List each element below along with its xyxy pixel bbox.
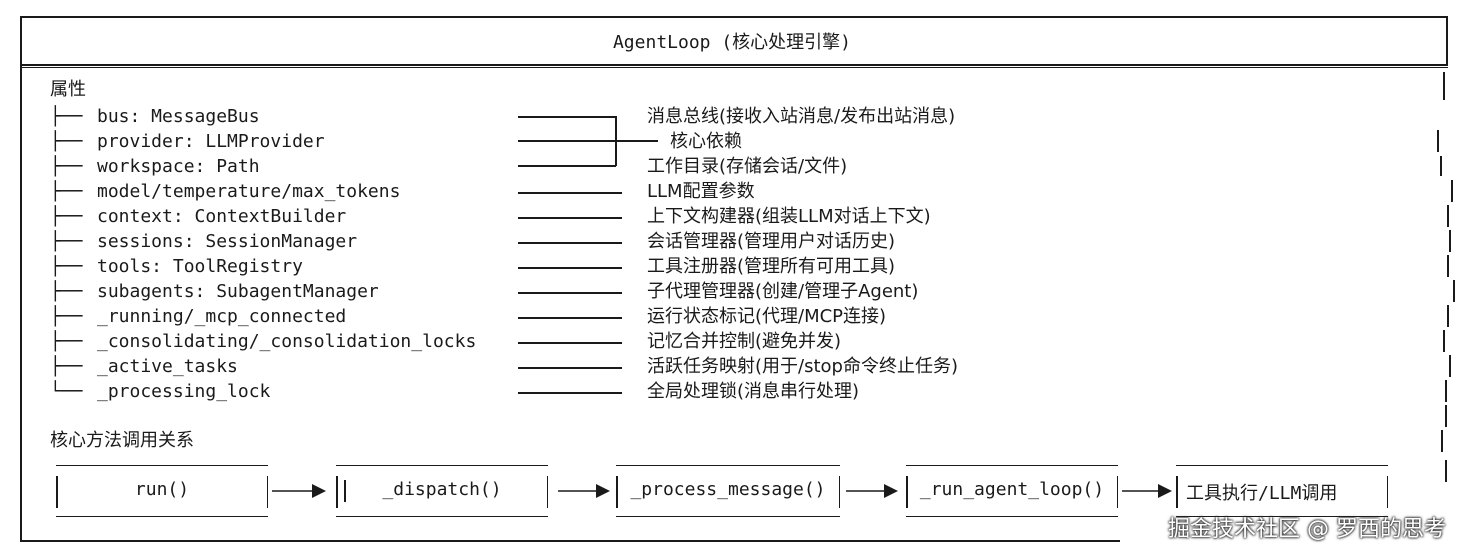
flow-box-tool-exec: 工具执行/LLM调用: [1176, 465, 1388, 517]
attribute-description: 活跃任务映射(用于/stop命令终止任务): [647, 356, 958, 377]
right-border-tick: [1447, 305, 1449, 327]
connector-line: [518, 392, 622, 394]
attribute-description: 子代理管理器(创建/管理子Agent): [647, 281, 919, 302]
watermark: 掘金技术社区 @ 罗西的思考: [1168, 517, 1446, 542]
tree-branch: ├──: [50, 356, 94, 377]
tree-branch: ├──: [50, 106, 94, 127]
right-border-tick: [1441, 430, 1443, 452]
flow-arrow-icon: [558, 484, 610, 498]
tree-branch: ├──: [50, 131, 94, 152]
tree-branch: ├──: [50, 206, 94, 227]
tree-branch: ├──: [50, 281, 94, 302]
attribute-description: 会话管理器(管理用户对话历史): [647, 231, 896, 252]
group-bracket-mid: [518, 140, 658, 142]
tree-branch: ├──: [50, 306, 94, 327]
header-divider-2: [20, 67, 1448, 68]
tree-branch: ├──: [50, 181, 94, 202]
attribute-name: _processing_lock: [97, 381, 271, 402]
tree-branch: ├──: [50, 331, 94, 352]
connector-line: [518, 192, 622, 194]
outer-frame-left: [20, 16, 22, 541]
diagram-title: AgentLoop (核心处理引擎): [612, 32, 852, 53]
attribute-name: model/temperature/max_tokens: [97, 181, 401, 202]
methods-heading: 核心方法调用关系: [50, 430, 194, 451]
tree-branch: ├──: [50, 231, 94, 252]
outer-frame-top: [20, 16, 1448, 18]
attribute-description: 全局处理锁(消息串行处理): [647, 381, 860, 402]
flow-arrow-icon: [272, 484, 326, 498]
flow-label-run: run(): [134, 479, 190, 500]
right-border-tick: [1443, 72, 1445, 100]
flow-arrow-icon: [1122, 484, 1172, 498]
attribute-name: workspace: Path: [97, 156, 260, 177]
connector-line: [518, 292, 622, 294]
attribute-name: provider: LLMProvider: [97, 131, 325, 152]
connector-line: [518, 317, 622, 319]
tree-branch: ├──: [50, 256, 94, 277]
right-border-tick: [1449, 355, 1451, 377]
attribute-name: _consolidating/_consolidation_locks: [97, 331, 477, 352]
group-bracket-top: [518, 116, 616, 118]
flow-box-run-agent-loop: _run_agent_loop(): [906, 465, 1118, 517]
flow-arrow-icon: [846, 484, 898, 498]
attribute-description: 核心依赖: [670, 131, 742, 152]
attribute-description: 消息总线(接收入站消息/发布出站消息): [647, 106, 956, 127]
attribute-description: 记忆合并控制(避免并发): [647, 331, 842, 352]
right-border-tick: [1445, 405, 1447, 427]
flow-label-process-message: _process_message(): [630, 479, 826, 500]
right-border-tick: [1449, 230, 1451, 252]
flow-box-run: run(): [56, 465, 268, 517]
connector-line: [518, 217, 622, 219]
right-border-tick: [1453, 280, 1455, 302]
group-bracket-bottom: [518, 165, 616, 167]
attribute-name: context: ContextBuilder: [97, 206, 347, 227]
right-border-tick: [1443, 330, 1445, 352]
right-border-tick: [1437, 130, 1439, 152]
flow-label-tool-exec: 工具执行/LLM调用: [1186, 483, 1338, 504]
connector-line: [518, 267, 622, 269]
attribute-name: subagents: SubagentManager: [97, 281, 379, 302]
attribute-description: 运行状态标记(代理/MCP连接): [647, 306, 887, 327]
right-border-tick: [1451, 180, 1453, 202]
attribute-name: _active_tasks: [97, 356, 238, 377]
right-border-tick: [1447, 205, 1449, 227]
outer-frame-bottom: [20, 540, 1120, 542]
attribute-description: 工具注册器(管理所有可用工具): [647, 256, 896, 277]
flow-box-process-message: _process_message(): [616, 465, 840, 517]
attribute-name: sessions: SessionManager: [97, 231, 358, 252]
outer-frame-right-top: [1446, 16, 1448, 66]
attribute-description: LLM配置参数: [647, 181, 755, 202]
header-divider: [20, 64, 1448, 66]
attributes-heading: 属性: [50, 79, 86, 100]
attribute-name: bus: MessageBus: [97, 106, 260, 127]
flow-label-dispatch: _dispatch(): [382, 479, 502, 500]
attribute-description: 工作目录(存储会话/文件): [647, 156, 848, 177]
right-border-tick: [1445, 380, 1447, 402]
attribute-name: _running/_mcp_connected: [97, 306, 347, 327]
right-border-tick: [1447, 255, 1449, 277]
attribute-description: 上下文构建器(组装LLM对话上下文): [647, 206, 931, 227]
tree-branch: ├──: [50, 156, 94, 177]
attribute-name: tools: ToolRegistry: [97, 256, 303, 277]
tree-branch: └──: [50, 381, 94, 402]
flow-box-dispatch: _dispatch(): [336, 465, 548, 517]
right-border-tick: [1445, 460, 1447, 482]
connector-line: [518, 367, 622, 369]
flow-label-run-agent-loop: _run_agent_loop(): [919, 479, 1105, 500]
connector-line: [518, 242, 622, 244]
connector-line: [518, 342, 622, 344]
right-border-tick: [1440, 156, 1442, 176]
